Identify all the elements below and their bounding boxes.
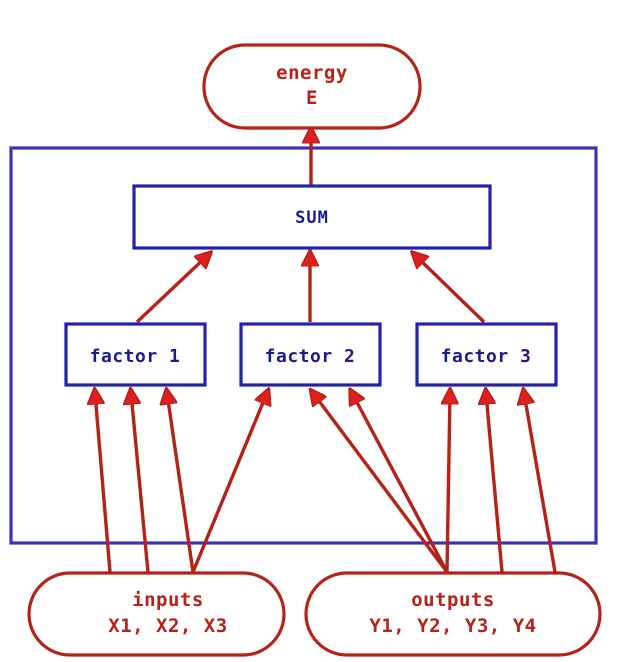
inputs-label-line1: inputs (132, 589, 204, 611)
edge-inputs-to-factor2-b (313, 393, 449, 574)
inputs-label-line2: X1, X2, X3 (108, 615, 227, 637)
factor2-node-shape (239, 322, 382, 387)
edge-factor3-to-sum (415, 255, 486, 324)
outputs-label-line2: Y1, Y2, Y3, Y4 (369, 615, 536, 637)
model-container-box (9, 146, 598, 545)
edge-outputs-to-factor3-a (447, 393, 450, 573)
node-factor3[interactable]: factor 3 (415, 322, 558, 387)
node-inputs[interactable]: inputs X1, X2, X3 (27, 571, 286, 657)
sum-node-shape (132, 184, 492, 250)
edge-outputs-to-factor3-c (524, 393, 557, 573)
edge-inputs-to-factor1-b (131, 393, 150, 573)
edge-outputs-to-factor2-a (352, 393, 449, 573)
edge-inputs-to-factor2-a (191, 393, 267, 573)
node-energy[interactable]: energy E (202, 43, 422, 130)
edge-inputs-to-factor1-c (167, 393, 195, 573)
sum-label: SUM (295, 208, 329, 228)
factor3-label: factor 3 (441, 346, 532, 367)
edge-layer (95, 132, 557, 574)
energy-label-line2: E (306, 87, 318, 109)
node-sum[interactable]: SUM (132, 184, 492, 250)
outputs-label-line1: outputs (411, 589, 495, 611)
factor1-node-shape (64, 322, 207, 387)
node-outputs[interactable]: outputs Y1, Y2, Y3, Y4 (304, 571, 602, 657)
edge-outputs-to-factor3-b (486, 393, 504, 573)
edge-factor1-to-sum (135, 255, 208, 324)
factor3-node-shape (415, 322, 558, 387)
factor1-label: factor 1 (90, 346, 181, 367)
energy-node-shape (202, 43, 422, 130)
inputs-node-shape (27, 571, 286, 657)
node-factor1[interactable]: factor 1 (64, 322, 207, 387)
outputs-node-shape (304, 571, 602, 657)
energy-label-line1: energy (276, 62, 348, 84)
node-factor2[interactable]: factor 2 (239, 322, 382, 387)
factor2-label: factor 2 (265, 346, 356, 367)
edge-inputs-to-factor1-a (95, 393, 112, 573)
